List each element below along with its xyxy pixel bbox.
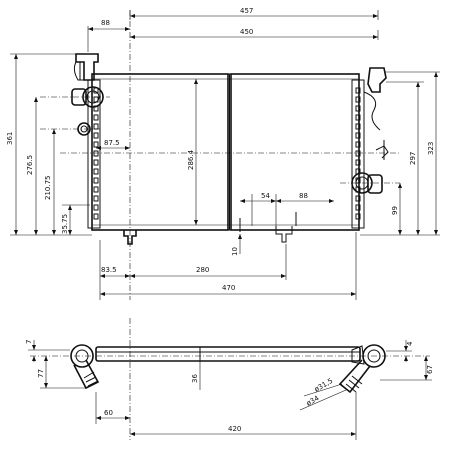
front-view	[40, 10, 400, 300]
dim-top-67: 67	[426, 365, 434, 374]
top-left-pipe	[73, 359, 100, 390]
dim-left-mid-height: 210.75	[44, 176, 52, 201]
top-right-pipe	[338, 359, 371, 394]
radiator-core-left-half	[91, 73, 229, 231]
dim-top-420: 420	[228, 425, 241, 433]
dim-dia-31-5: ø31,5	[313, 377, 334, 394]
filler-neck	[75, 53, 99, 81]
top-dimensions: 7 77 36 60 420 4 67 ø31,5 ø34	[25, 340, 434, 440]
dim-mount-88: 88	[299, 192, 308, 200]
dim-overall-height: 361	[6, 132, 14, 145]
dim-top-60: 60	[104, 409, 113, 417]
dim-top-4: 4	[406, 341, 414, 346]
dim-left-low-height: 35.75	[61, 214, 69, 234]
dim-inlet-offset: 88	[101, 19, 110, 27]
left-tube-slots	[93, 87, 99, 220]
dim-right-height: 323	[427, 142, 435, 155]
dim-mount-83-5: 83.5	[101, 266, 117, 274]
bottom-stud-right	[275, 226, 293, 243]
dim-inner-offset: 87.5	[104, 139, 120, 147]
dim-mount-54: 54	[261, 192, 270, 200]
radiator-core-right-half	[230, 73, 360, 231]
dim-bottom-10: 10	[231, 247, 239, 256]
dim-overall-width: 457	[240, 7, 253, 15]
dim-right-low-height: 99	[391, 206, 399, 215]
dim-core-height: 286.4	[187, 149, 195, 170]
dim-dia-34: ø34	[305, 394, 321, 408]
dim-mount-280: 280	[196, 266, 209, 274]
top-view	[30, 318, 430, 440]
drain-fitting	[367, 67, 387, 93]
dim-base-470: 470	[222, 284, 235, 292]
dim-right-inner-height: 297	[409, 152, 417, 165]
dim-core-width: 450	[240, 28, 253, 36]
dim-left-pipe-height: 276.5	[26, 155, 34, 175]
dim-top-7: 7	[25, 340, 33, 344]
front-dimensions: 457 450 88 361 276.5 210.75 35.75 87.5 2…	[6, 7, 440, 300]
dim-top-77: 77	[37, 369, 45, 378]
right-tank	[351, 79, 365, 229]
top-left-outlet	[70, 344, 94, 368]
dim-top-36: 36	[191, 374, 199, 383]
top-view-body	[95, 346, 361, 362]
